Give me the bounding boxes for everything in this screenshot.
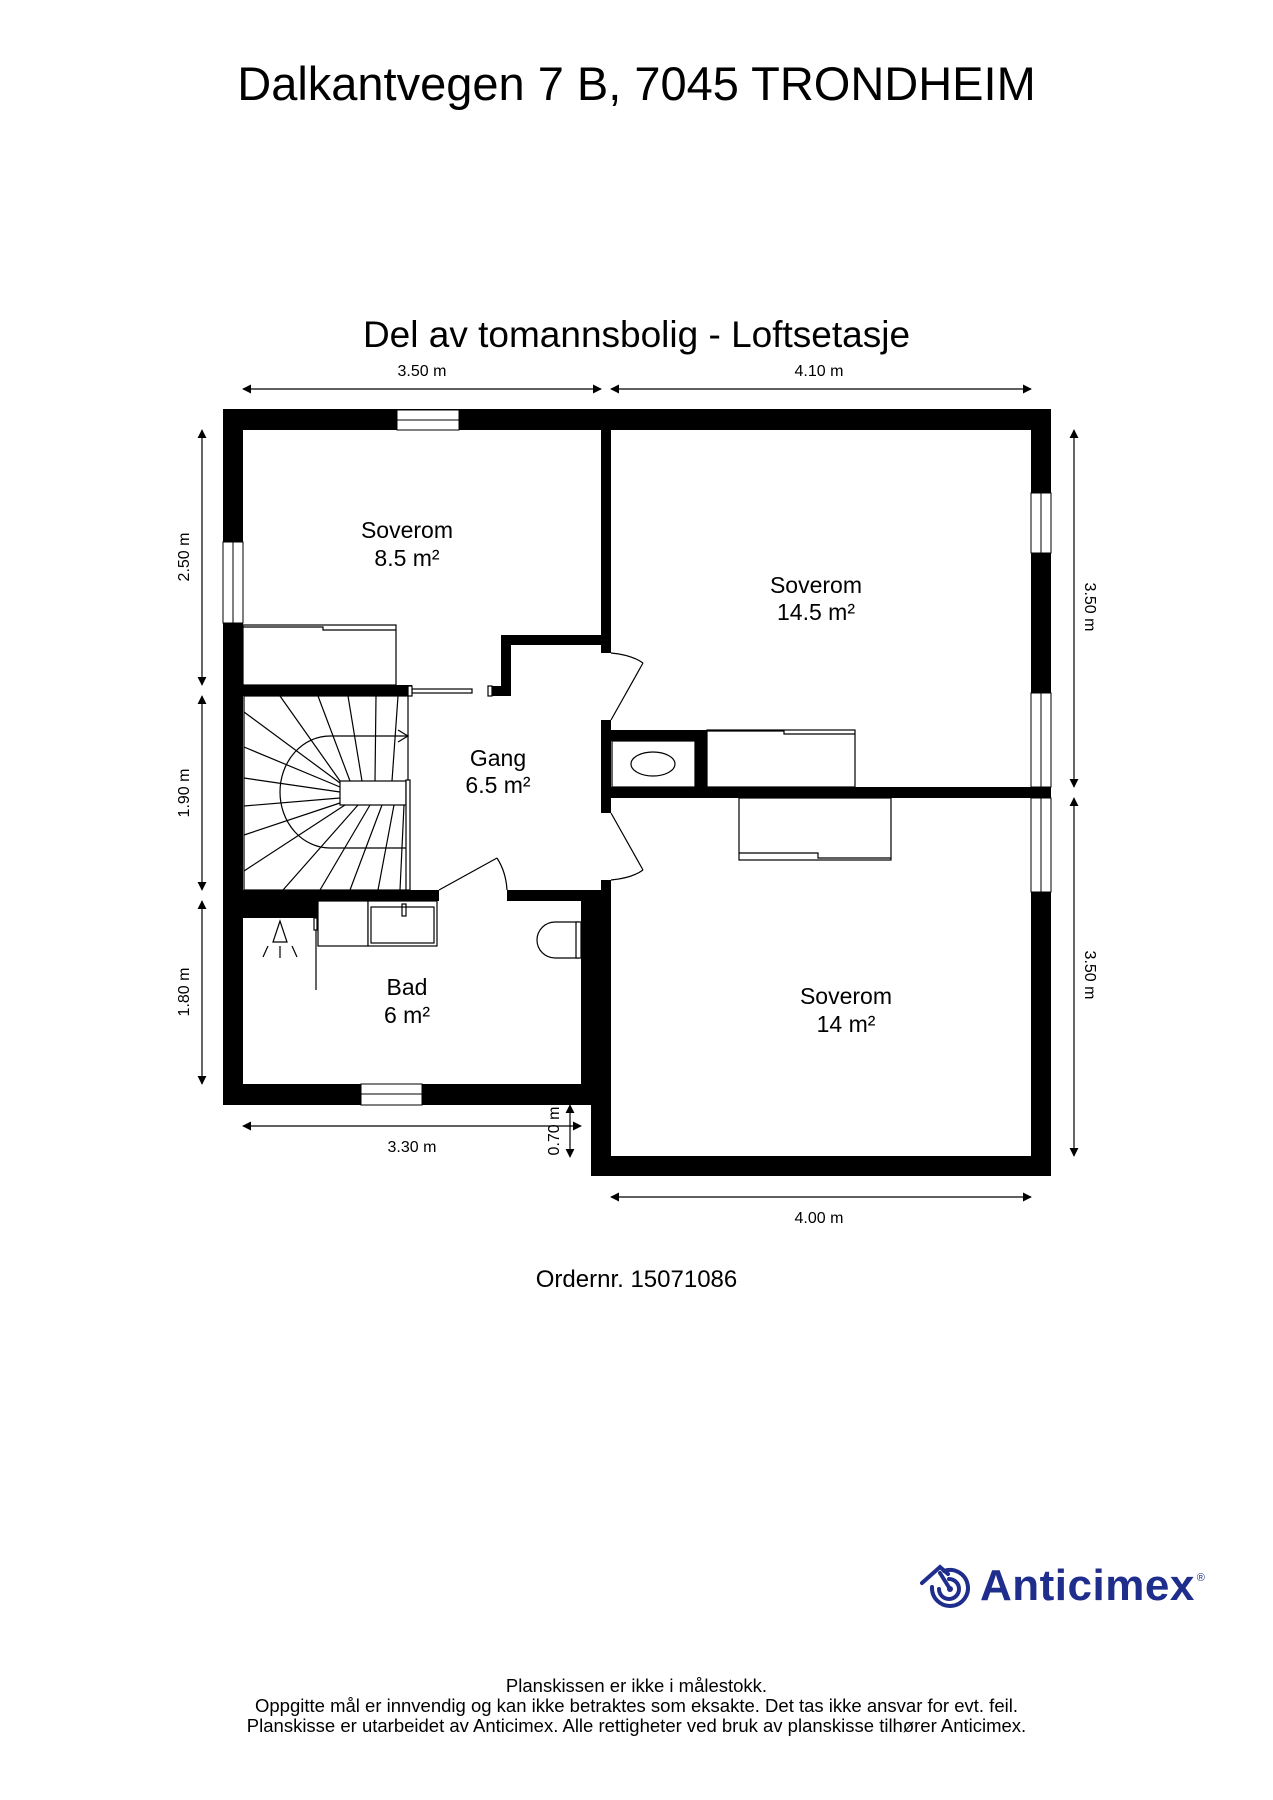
- room-area: 6 m²: [384, 1002, 430, 1028]
- fixtures: [242, 624, 892, 990]
- dim-bottom-step: 0.70 m: [546, 1107, 563, 1156]
- window-right-3: [1030, 797, 1052, 893]
- staircase: [243, 695, 411, 891]
- room-area: 14 m²: [817, 1011, 876, 1037]
- window-right-1: [1030, 492, 1052, 554]
- anticimex-house-spiral-icon: [920, 1564, 970, 1608]
- wardrobe-lower-bedroom: [738, 797, 892, 861]
- sliding-door-small-bedroom: [407, 685, 493, 697]
- disclaimer-line-3: Planskisse er utarbeidet av Anticimex. A…: [246, 1715, 1027, 1736]
- dim-left-lower: 1.80 m: [176, 968, 193, 1017]
- sink: [367, 900, 438, 947]
- door-bath: [438, 857, 508, 891]
- room-area: 6.5 m²: [465, 772, 531, 798]
- window-bath: [360, 1083, 423, 1106]
- door-lower-bedroom: [610, 812, 644, 881]
- wardrobe-small-bedroom: [242, 624, 397, 686]
- basin-icon: [630, 751, 676, 777]
- registered-mark: ®: [1196, 1572, 1205, 1584]
- window-right-2: [1030, 692, 1052, 788]
- order-number: Ordernr. 15071086: [535, 1266, 738, 1293]
- closet-basin: [611, 740, 696, 788]
- dim-bottom-right: 4.00 m: [795, 1210, 844, 1227]
- room-name: Soverom: [361, 517, 453, 543]
- shower-curtain: [313, 917, 318, 990]
- plan-title: Del av tomannsbolig - Loftsetasje: [362, 314, 911, 355]
- doors: [407, 652, 644, 891]
- dim-top-left: 3.50 m: [398, 363, 447, 380]
- bath-cabinet: [317, 900, 369, 947]
- room-name: Soverom: [800, 983, 892, 1009]
- room-name: Soverom: [770, 572, 862, 598]
- dimension-lines: [197, 384, 1079, 1202]
- shower-icon: [262, 919, 298, 958]
- window-left: [222, 541, 244, 624]
- room-area: 14.5 m²: [777, 599, 855, 625]
- dim-top-right: 4.10 m: [795, 363, 844, 380]
- floor-plan: Soverom 8.5 m² Soverom 14.5 m² Gang 6.5 …: [176, 363, 1098, 1227]
- dim-right-lower: 3.50 m: [1081, 951, 1098, 1000]
- room-name: Bad: [387, 974, 428, 1000]
- dim-left-middle: 1.90 m: [176, 769, 193, 818]
- window-top-left: [396, 409, 460, 431]
- disclaimer: Planskissen er ikke i målestokk. Oppgitt…: [0, 1676, 1273, 1736]
- dim-bottom-left: 3.30 m: [388, 1139, 437, 1156]
- toilet: [536, 921, 582, 959]
- wardrobe-upper-bedroom: [706, 729, 856, 788]
- room-area: 8.5 m²: [374, 545, 440, 571]
- dim-right-upper: 3.50 m: [1081, 583, 1098, 632]
- address-title: Dalkantvegen 7 B, 7045 TRONDHEIM: [237, 57, 1036, 110]
- room-labels: Soverom 8.5 m² Soverom 14.5 m² Gang 6.5 …: [361, 517, 892, 1037]
- logo-wordmark: Anticimex: [980, 1561, 1195, 1610]
- disclaimer-line-2: Oppgitte mål er innvendig og kan ikke be…: [255, 1695, 1018, 1716]
- dim-left-upper: 2.50 m: [176, 533, 193, 582]
- disclaimer-line-1: Planskissen er ikke i målestokk.: [505, 1675, 768, 1696]
- door-upper-bedroom: [610, 652, 644, 721]
- room-name: Gang: [470, 745, 526, 771]
- windows: [222, 409, 1052, 1106]
- anticimex-logo: Anticimex ®: [918, 1560, 1205, 1612]
- dimension-labels: 3.50 m 4.10 m 2.50 m 1.90 m 1.80 m 3.50 …: [176, 363, 1098, 1227]
